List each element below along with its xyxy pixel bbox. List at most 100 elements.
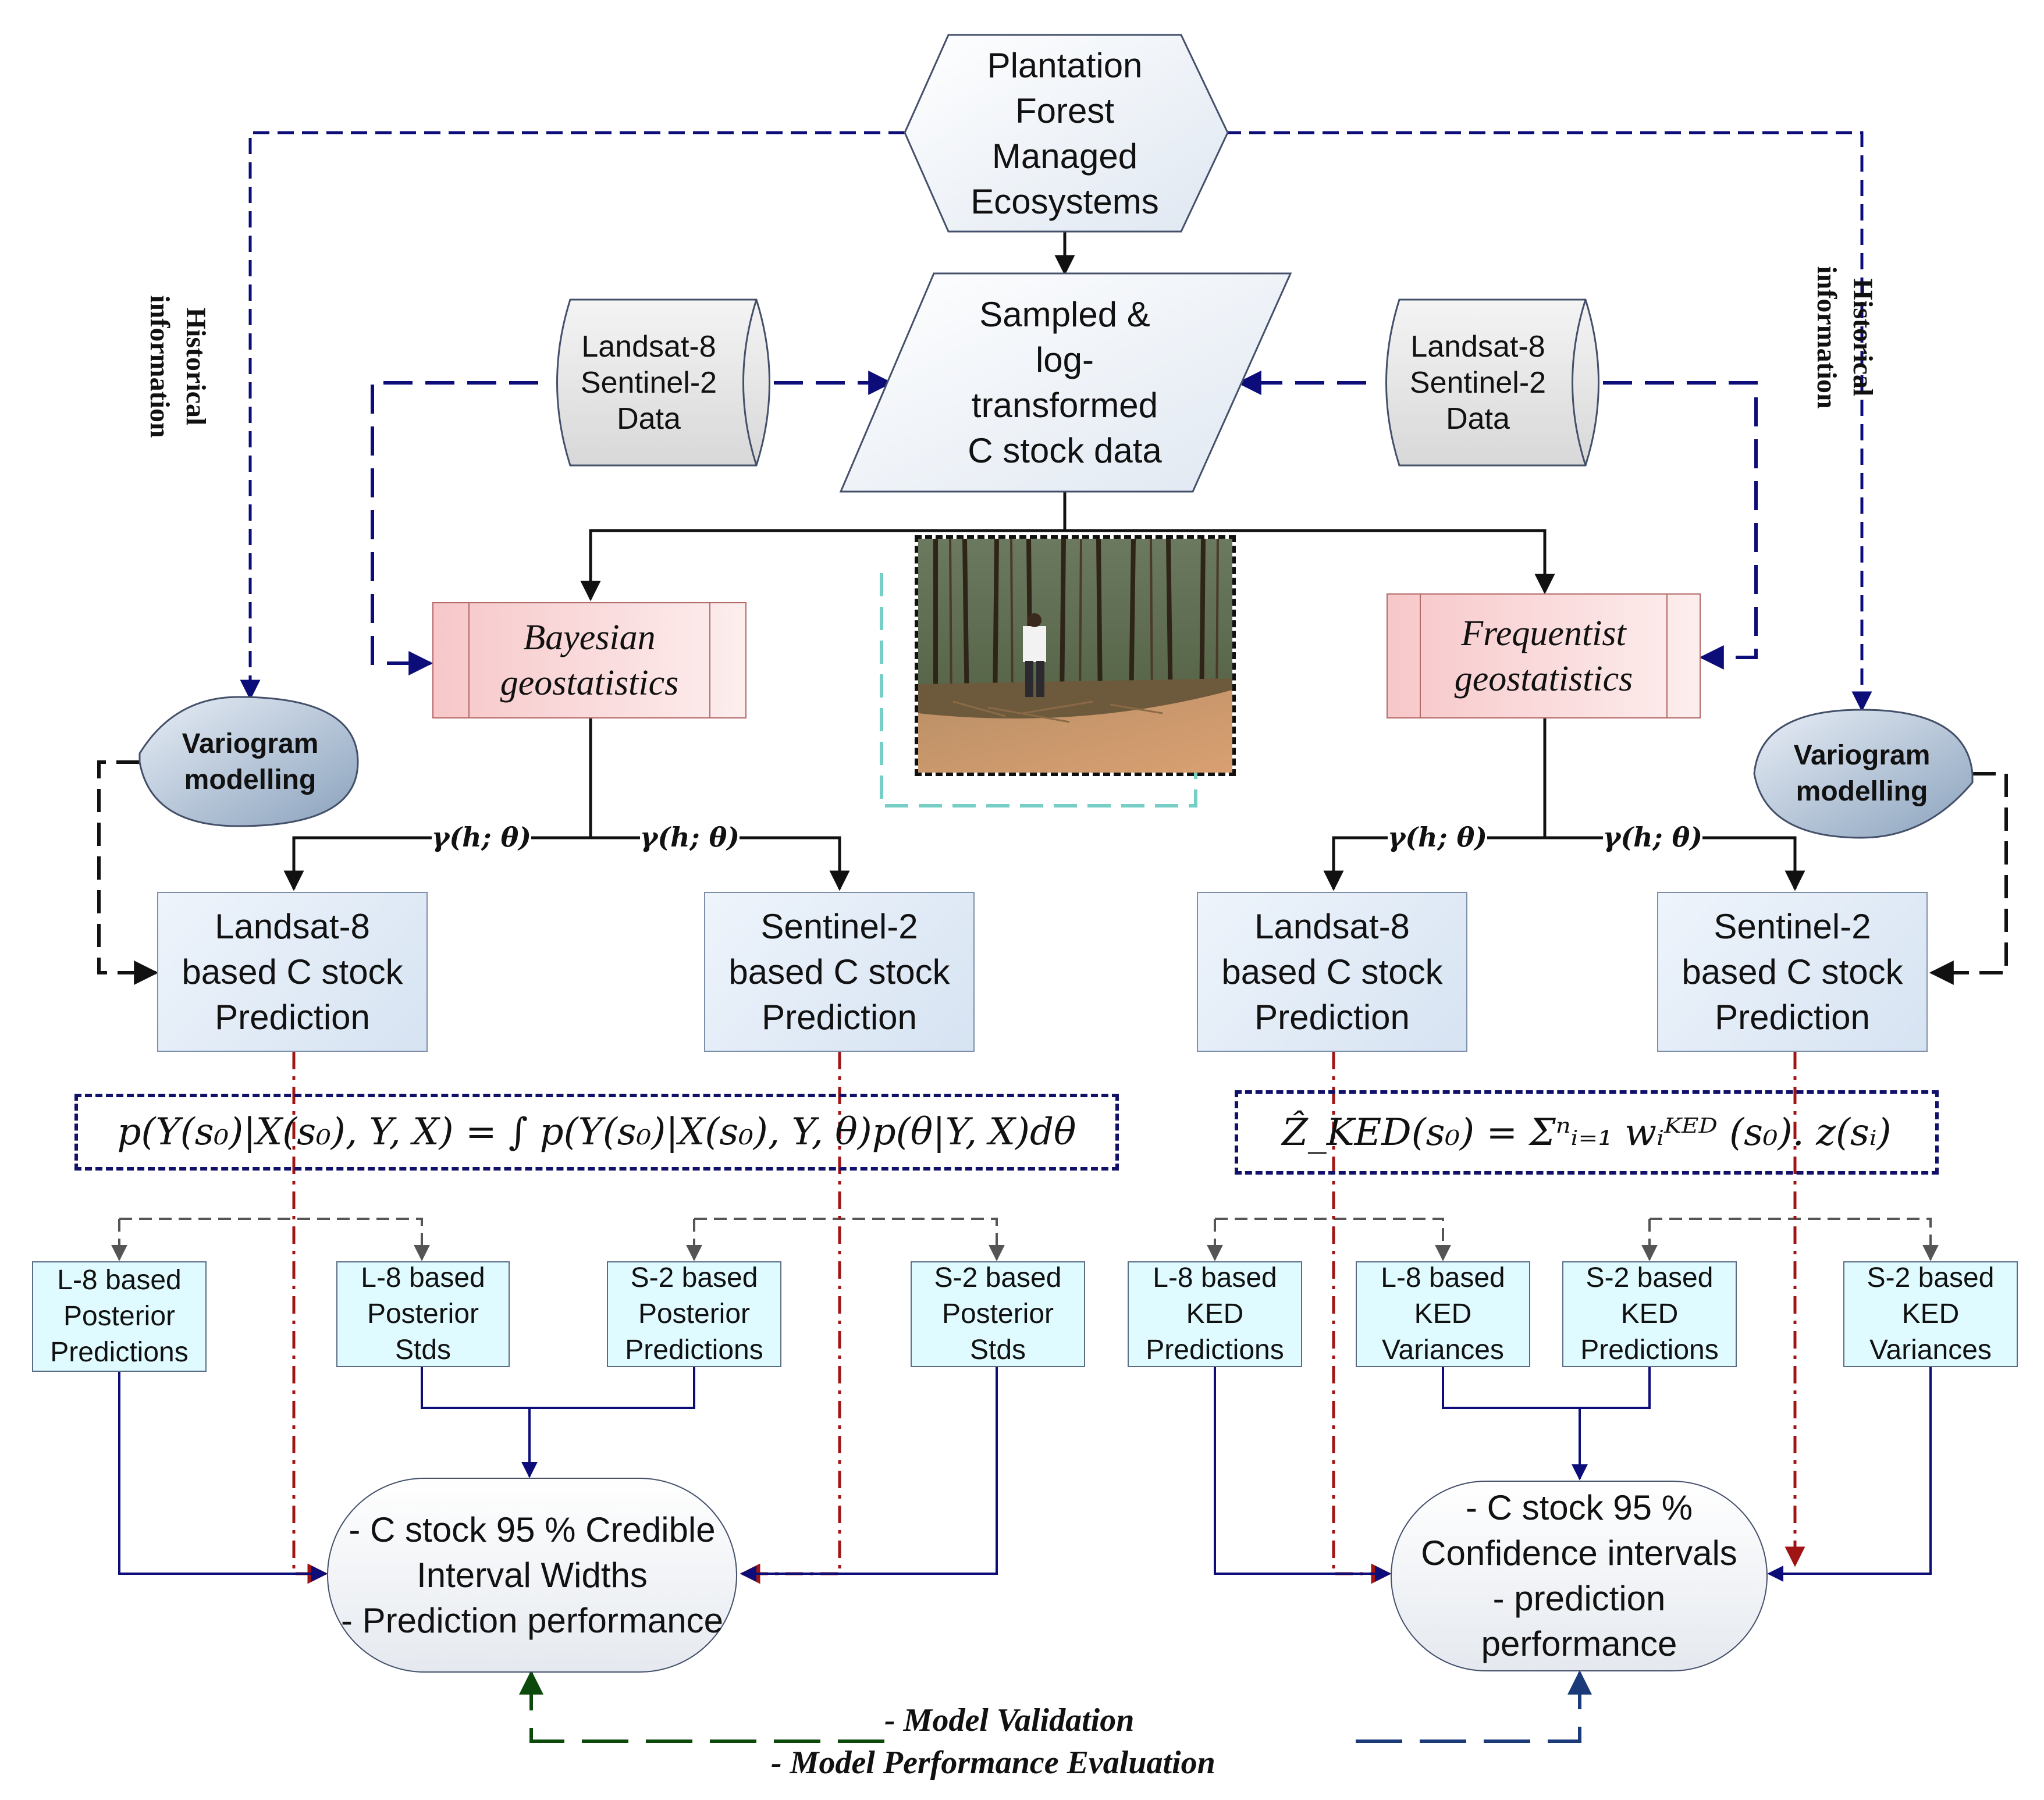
out-b2-line-1: L-8 based	[361, 1262, 485, 1293]
variogram-left-node: Variogram modelling	[145, 701, 355, 823]
sampled-to-frequentist	[1065, 529, 1555, 595]
out-b1-line-1: L-8 based	[57, 1265, 182, 1296]
data-right-line-3: Data	[1446, 401, 1510, 436]
data-left-line-3: Data	[617, 401, 681, 436]
variogram-left-line	[97, 760, 159, 985]
out-b-l8-predictions: L-8 based Posterior Predictions	[32, 1261, 207, 1372]
history-right-line-2: information	[1811, 266, 1842, 409]
sampled-line-1: Sampled &	[979, 294, 1150, 334]
variogram-left-line-2: modelling	[184, 764, 317, 795]
navy-b4	[740, 1367, 998, 1582]
variogram-right-node: Variogram modelling	[1757, 713, 1967, 835]
data-right-line-1: Landsat-8	[1410, 329, 1545, 364]
pred-bl8-line-2: based C stock	[182, 952, 403, 991]
model-validation-label: - Model Validation	[884, 1702, 1135, 1738]
result-right-line-1: - C stock 95 %	[1465, 1488, 1693, 1527]
gamma-label-3: γ(h; θ)	[1388, 821, 1488, 853]
gamma-label-1: γ(h; θ)	[432, 821, 532, 853]
validation-left-up	[519, 1670, 884, 1743]
pred-frequentist-s2: Sentinel-2 based C stock Prediction	[1657, 892, 1928, 1052]
out-f1-line-1: L-8 based	[1153, 1262, 1277, 1293]
sampled-line-4: C stock data	[968, 431, 1162, 470]
variogram-right-line-2: modelling	[1796, 776, 1928, 807]
top-line-2: Forest	[1015, 91, 1115, 130]
pred-fs2-line-3: Prediction	[1715, 997, 1870, 1037]
pred-fs2-line-1: Sentinel-2	[1714, 906, 1871, 946]
out-b4-line-3: Stds	[969, 1335, 1026, 1365]
result-left-line-3: - Prediction performance	[341, 1600, 723, 1640]
out-b3-line-1: S-2 based	[630, 1262, 758, 1293]
result-right-line-2: Confidence intervals	[1421, 1534, 1737, 1573]
dist-f-s2	[1648, 1218, 1932, 1257]
variogram-right-shape	[1753, 709, 1974, 839]
out-f-l8-predictions: L-8 based KED Predictions	[1128, 1261, 1302, 1367]
bayesian-node: Bayesian geostatistics	[432, 602, 746, 718]
frequentist-line-1: Frequentist	[1461, 613, 1626, 653]
pred-fs2-line-2: based C stock	[1682, 952, 1903, 991]
navy-b1	[118, 1372, 328, 1582]
data-left-to-bayesian	[371, 381, 538, 675]
out-f-s2-predictions: S-2 based KED Predictions	[1562, 1261, 1737, 1367]
pred-fl8-line-3: Prediction	[1254, 997, 1410, 1037]
history-left-label: Historical information	[141, 295, 214, 437]
pred-bayesian-l8: Landsat-8 based C stock Prediction	[157, 892, 428, 1052]
out-b2-line-2: Posterior	[367, 1299, 479, 1329]
out-f3-line-2: KED	[1620, 1299, 1679, 1329]
result-right-node: - C stock 95 % Confidence intervals - pr…	[1391, 1481, 1768, 1671]
result-right-line-3: - prediction	[1492, 1579, 1666, 1618]
sampled-parallelogram-shape	[839, 272, 1292, 493]
data-left-node: Landsat-8 Sentinel-2 Data	[561, 305, 736, 460]
out-b2-line-3: Stds	[394, 1335, 452, 1365]
navy-f4	[1767, 1367, 1932, 1582]
out-f2-line-1: L-8 based	[1381, 1262, 1505, 1293]
ked-formula: Ẑ_KED(s₀) = Σⁿᵢ₌₁ wᵢᴷᴱᴰ (s₀). z(sᵢ)	[1235, 1090, 1939, 1175]
data-right-cylinder-shape	[1385, 298, 1599, 467]
data-right-node: Landsat-8 Sentinel-2 Data	[1391, 305, 1565, 460]
out-f4-line-3: Variances	[1869, 1335, 1992, 1365]
pred-bs2-line-2: based C stock	[728, 952, 950, 991]
variogram-right-line-1: Variogram	[1793, 740, 1931, 771]
top-line-3: Managed	[991, 136, 1138, 176]
photo-frame-teal	[880, 573, 1197, 807]
out-b3-line-2: Posterior	[638, 1299, 751, 1329]
variogram-right-line	[1929, 772, 2008, 985]
history-left-line-1: Historical	[180, 307, 211, 426]
dist-b-s2	[693, 1218, 998, 1257]
navy-b2b3	[421, 1367, 695, 1475]
out-f3-line-1: S-2 based	[1586, 1262, 1714, 1293]
result-right-line-4: performance	[1481, 1624, 1677, 1663]
out-f-l8-variances: L-8 based KED Variances	[1356, 1261, 1530, 1367]
out-f2-line-2: KED	[1414, 1299, 1472, 1329]
frequentist-line-2: geostatistics	[1454, 659, 1633, 699]
pred-fl8-line-1: Landsat-8	[1254, 906, 1410, 946]
data-left-cylinder-shape	[556, 298, 770, 467]
top-line-1: Plantation	[987, 45, 1143, 85]
bayesian-formula: p(Y(s₀)|X(s₀), Y, X) = ∫ p(Y(s₀)|X(s₀), …	[74, 1094, 1119, 1171]
data-right-line-2: Sentinel-2	[1409, 365, 1547, 400]
history-right-label: Historical information	[1808, 266, 1881, 408]
pred-bs2-line-3: Prediction	[762, 997, 917, 1037]
out-b-l8-stds: L-8 based Posterior Stds	[336, 1261, 510, 1367]
sampled-line-3: transformed	[971, 385, 1158, 425]
validation-right-up	[1356, 1670, 1592, 1743]
pred-frequentist-l8: Landsat-8 based C stock Prediction	[1197, 892, 1467, 1052]
bayesian-line-2: geostatistics	[500, 663, 679, 703]
out-f1-line-2: KED	[1186, 1299, 1244, 1329]
result-left-line-2: Interval Widths	[417, 1555, 648, 1595]
forest-photo	[915, 535, 1236, 776]
gamma-label-4: γ(h; θ)	[1603, 821, 1703, 853]
pred-fl8-line-2: based C stock	[1221, 952, 1443, 991]
out-b-s2-predictions: S-2 based Posterior Predictions	[607, 1261, 781, 1367]
dist-b-l8	[118, 1218, 423, 1257]
result-left-line-1: - C stock 95 % Credible	[349, 1510, 716, 1549]
out-b4-line-1: S-2 based	[934, 1262, 1062, 1293]
sampled-node: Sampled & log- transformed C stock data	[925, 276, 1204, 489]
variogram-left-shape	[138, 696, 359, 827]
model-performance-label: - Model Performance Evaluation	[771, 1745, 1215, 1781]
bayesian-line-1: Bayesian	[523, 618, 656, 657]
out-f4-line-2: KED	[1901, 1299, 1960, 1329]
variogram-left-line-1: Variogram	[182, 728, 319, 759]
gamma-label-2: γ(h; θ)	[640, 821, 740, 853]
